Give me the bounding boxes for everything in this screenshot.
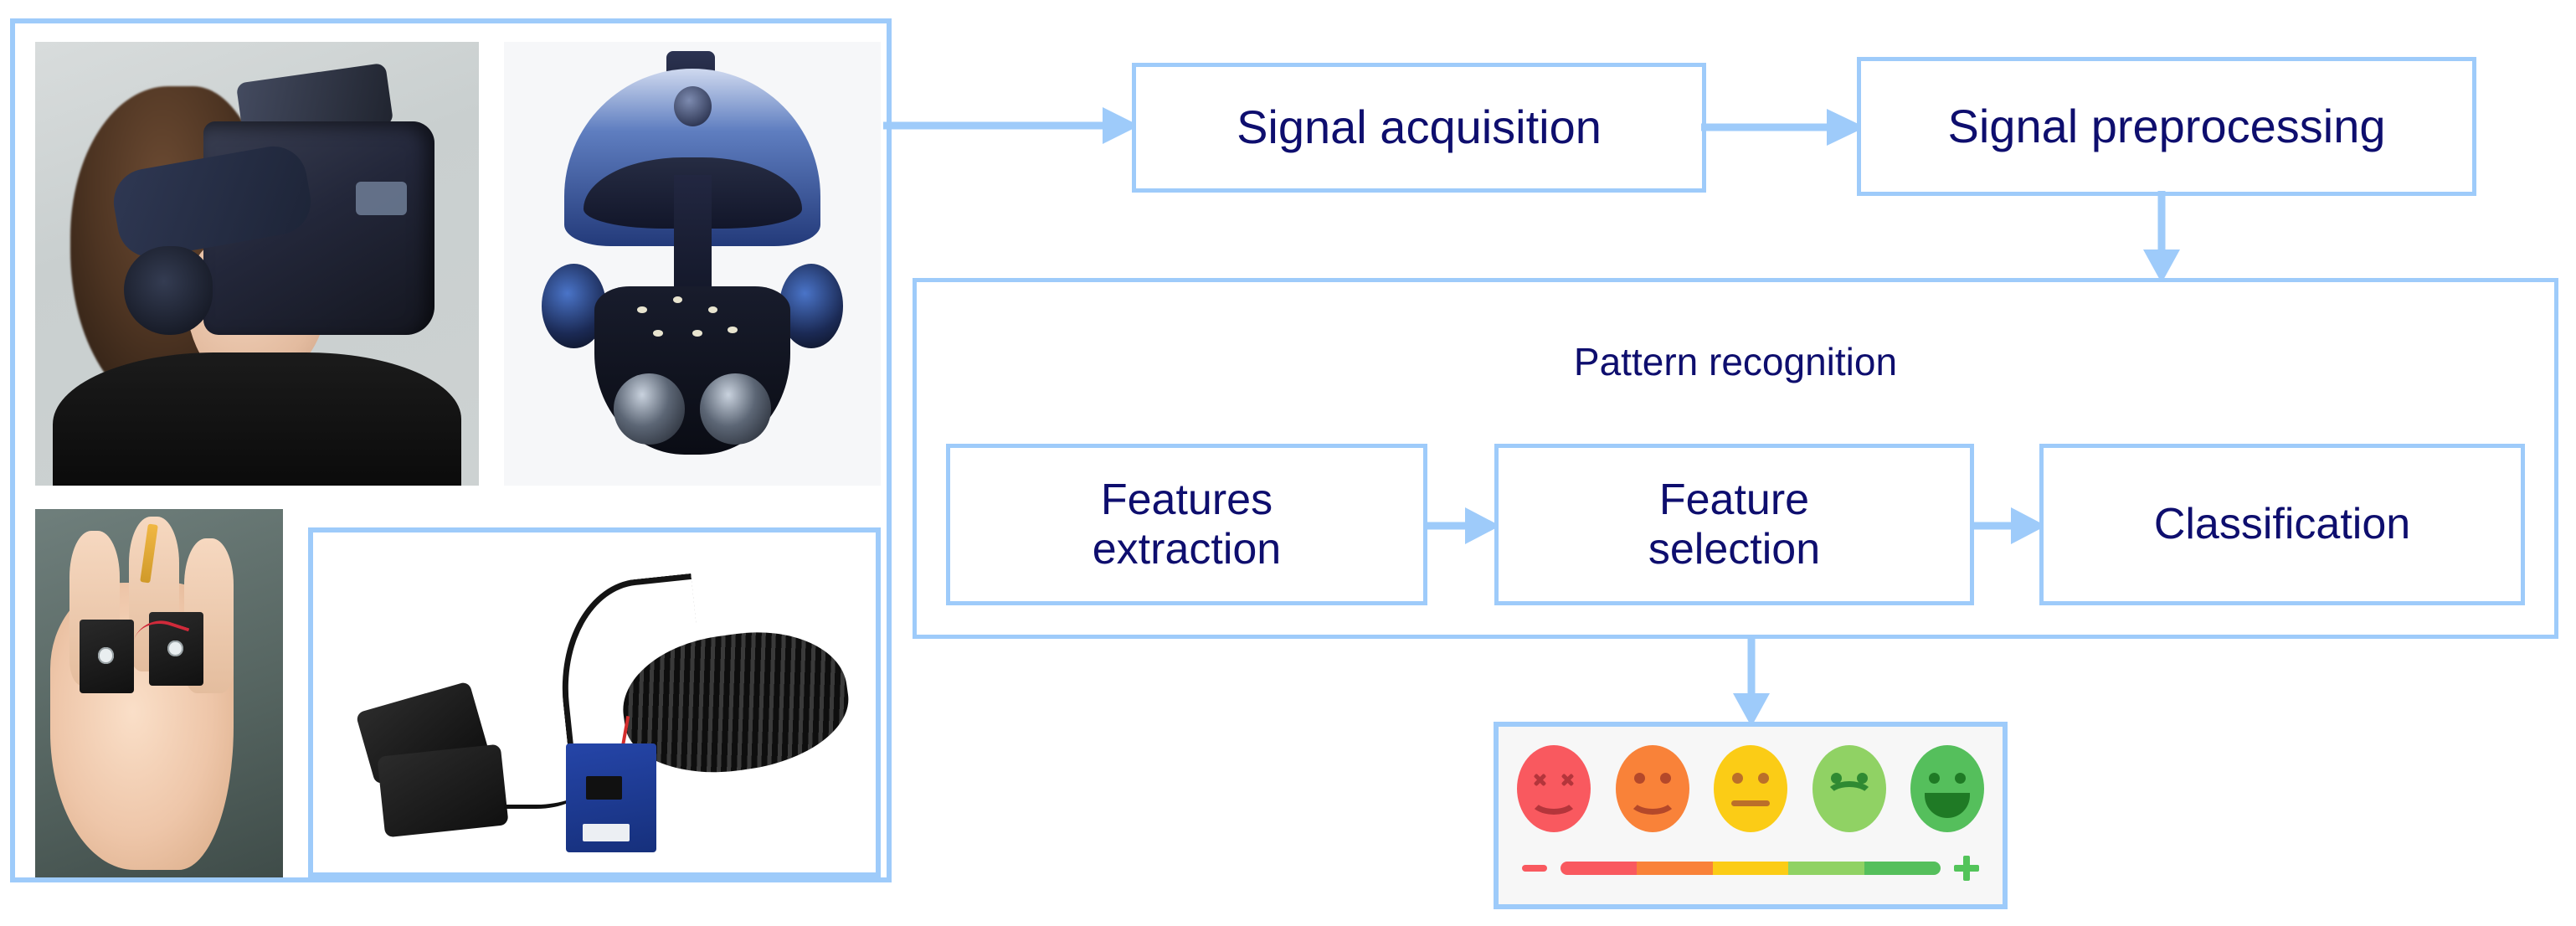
hardware-photo-panel bbox=[10, 18, 892, 882]
box-features-extraction[interactable]: Features extraction bbox=[946, 444, 1427, 605]
feature-selection-line1: Feature bbox=[1658, 476, 1810, 525]
emotion-slider-track[interactable] bbox=[1561, 862, 1941, 875]
emotion-rating-panel[interactable] bbox=[1494, 722, 2008, 909]
pattern-recognition-title: Pattern recognition bbox=[1573, 340, 1898, 383]
minus-icon[interactable] bbox=[1522, 865, 1547, 872]
gsr-electrode bbox=[149, 612, 204, 687]
eeg-electrode-dot bbox=[672, 296, 683, 303]
gsr-electrode bbox=[80, 620, 135, 693]
box-signal-preprocessing-label: Signal preprocessing bbox=[1947, 99, 2386, 152]
features-extraction-line1: Features bbox=[1100, 476, 1273, 525]
box-signal-preprocessing[interactable]: Signal preprocessing bbox=[1857, 57, 2476, 196]
arrow-acquisition-to-preprocessing bbox=[1701, 109, 1865, 146]
eeg-electrode-dot bbox=[707, 306, 718, 313]
finger-strap bbox=[376, 743, 509, 838]
eye-left bbox=[1830, 773, 1842, 785]
face-positive[interactable] bbox=[1812, 745, 1886, 832]
frown-mouth bbox=[1627, 783, 1678, 815]
headset-lens-left bbox=[614, 373, 685, 445]
face-neutral[interactable] bbox=[1714, 745, 1787, 832]
arrow-sensors-to-acquisition bbox=[883, 107, 1139, 144]
arrow-extraction-to-selection bbox=[1427, 507, 1500, 544]
photo-gsr-sensor-module bbox=[308, 527, 881, 877]
box-classification-label: Classification bbox=[2153, 500, 2411, 549]
box-classification[interactable]: Classification bbox=[2039, 444, 2525, 605]
photo-vr-headset-front bbox=[504, 42, 881, 486]
photo-vr-headset-worn bbox=[35, 42, 479, 486]
emotion-slider-row[interactable] bbox=[1522, 854, 1979, 882]
headset-headphone bbox=[124, 245, 213, 335]
box-signal-acquisition-label: Signal acquisition bbox=[1237, 100, 1602, 154]
headset-lens-right bbox=[700, 373, 771, 445]
plus-icon[interactable] bbox=[1954, 856, 1979, 881]
slider-segment-very-negative bbox=[1561, 862, 1637, 875]
box-feature-selection-label: Feature selection bbox=[1648, 476, 1820, 573]
face-very-negative[interactable] bbox=[1517, 745, 1591, 832]
headset-visor bbox=[594, 286, 790, 455]
headset-adjust-knob bbox=[673, 86, 712, 126]
photo-hand-with-gsr-electrodes bbox=[35, 509, 283, 877]
sensor-black-wire bbox=[504, 770, 584, 809]
eeg-electrode-dot bbox=[637, 306, 648, 313]
eeg-electrode-dot bbox=[728, 326, 738, 333]
eye-right bbox=[1856, 773, 1868, 785]
features-extraction-line2: extraction bbox=[1092, 524, 1282, 574]
arrow-preprocessing-to-pattern-recognition bbox=[2143, 191, 2180, 283]
gsr-breakout-board bbox=[566, 743, 656, 852]
slider-segment-positive bbox=[1788, 862, 1865, 875]
face-very-positive[interactable] bbox=[1910, 745, 1984, 832]
eye-right bbox=[1758, 773, 1769, 785]
smile-mouth bbox=[1823, 781, 1874, 813]
emoji-face-row bbox=[1517, 742, 1984, 836]
eye-left bbox=[1633, 773, 1645, 785]
arrow-selection-to-classification bbox=[1972, 507, 2046, 544]
participant-torso bbox=[53, 352, 461, 486]
eye-right bbox=[1659, 773, 1671, 785]
big-smile-mouth bbox=[1925, 793, 1970, 819]
slider-segment-neutral bbox=[1712, 862, 1789, 875]
eye-left bbox=[1929, 773, 1940, 785]
eye-left bbox=[1732, 773, 1743, 785]
feature-selection-line2: selection bbox=[1648, 524, 1821, 574]
flat-mouth bbox=[1731, 800, 1770, 806]
box-feature-selection[interactable]: Feature selection bbox=[1494, 444, 1974, 605]
face-negative[interactable] bbox=[1615, 745, 1689, 832]
arrow-selection-to-emotion-scale bbox=[1733, 635, 1770, 727]
eeg-electrode-dot bbox=[653, 329, 663, 337]
box-signal-acquisition[interactable]: Signal acquisition bbox=[1132, 63, 1706, 193]
slider-segment-negative bbox=[1636, 862, 1713, 875]
slider-segment-very-positive bbox=[1864, 862, 1941, 875]
eeg-electrode-dot bbox=[692, 329, 702, 337]
eye-right bbox=[1955, 773, 1966, 785]
box-features-extraction-label: Features extraction bbox=[1093, 476, 1281, 573]
frown-mouth bbox=[1529, 783, 1579, 815]
